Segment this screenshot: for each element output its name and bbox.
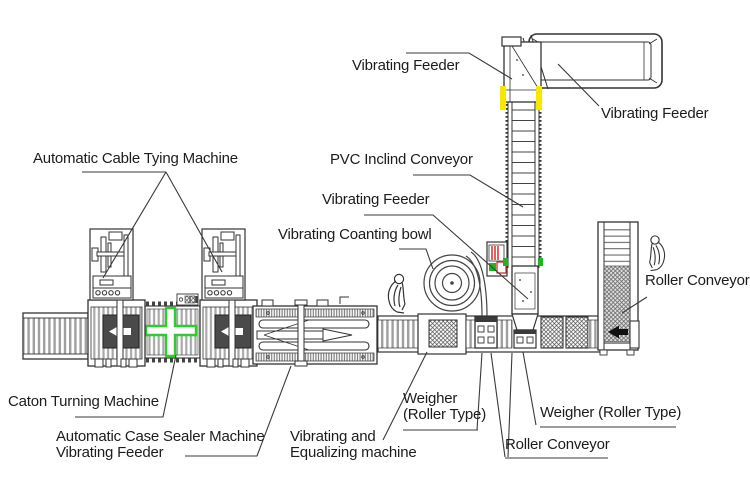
label-line: (Roller Type)	[403, 406, 486, 423]
worker-figure-left	[387, 273, 406, 314]
leader-roller-conveyor-right	[621, 296, 648, 314]
label-vibrating-feeder-hopper: Vibrating Feeder	[601, 105, 709, 122]
label-automatic-cable-tying-machine: Automatic Cable Tying Machine	[33, 150, 238, 167]
cable-tying-machine-2	[199, 228, 258, 368]
label-automatic-case-sealer-machine: Automatic Case Sealer Machine	[56, 428, 265, 445]
label-weigher-right: Weigher (Roller Type)	[540, 404, 682, 421]
green-cross	[144, 306, 198, 358]
label-roller-conveyor-right: Roller Conveyor	[645, 272, 750, 289]
roller-conveyor-right-structure	[597, 221, 640, 356]
weigher-left-unit	[428, 319, 458, 348]
label-vibrating-equalizing-machine: Vibrating and Equalizing machine	[290, 428, 417, 461]
label-line: Weigher	[403, 390, 458, 407]
leader-vibrating-feeder-hopper	[557, 63, 600, 107]
leader-weigher-left	[403, 352, 483, 431]
label-pvc-inclind-conveyor: PVC Inclind Conveyor	[330, 151, 473, 168]
leader-caton-turning	[75, 354, 177, 418]
label-line: Equalizing machine	[290, 444, 417, 461]
caton-turning-section	[144, 293, 201, 363]
tube-weigher-unit	[474, 316, 498, 349]
leader-case-sealer	[185, 365, 292, 457]
label-roller-conveyor-bottom: Roller Conveyor	[505, 436, 610, 453]
flow-arrow-left-icon	[608, 325, 628, 339]
label-weigher-left: Weigher (Roller Type)	[403, 391, 486, 423]
cable-tying-machine-1	[87, 228, 146, 368]
yellow-guide-markers	[500, 86, 542, 110]
label-line: Vibrating and	[290, 428, 376, 445]
leader-cable-tying	[82, 171, 223, 279]
leader-pvc-conveyor	[413, 174, 524, 208]
label-vibrating-coanting-bowl: Vibrating Coanting bowl	[278, 226, 432, 243]
leader-weigher-right	[522, 351, 676, 428]
label-vibrating-feeder-middle: Vibrating Feeder	[322, 191, 430, 208]
leader-vibrating-feeder-middle	[364, 214, 529, 300]
vibrating-coating-bowl	[423, 251, 488, 318]
case-sealer-machine	[252, 296, 378, 367]
leader-coating-bowl	[399, 248, 434, 270]
ladder-indicators	[503, 258, 543, 266]
hopper-vibrating-feeder	[528, 33, 663, 89]
leader-roller-conveyor-bottom	[490, 352, 608, 459]
worker-figure-right	[649, 235, 666, 272]
leader-lines	[75, 52, 676, 459]
left-roller-conveyor	[22, 312, 89, 360]
label-vibrating-feeder-top: Vibrating Feeder	[352, 57, 460, 74]
leader-equalizing-machine	[382, 351, 428, 441]
pvc-inclined-conveyor-ladder	[505, 100, 542, 268]
discharge-hopper	[511, 265, 539, 349]
conveyor-head	[501, 36, 542, 103]
leader-vibrating-feeder-top	[406, 52, 513, 80]
label-caton-turning-machine: Caton Turning Machine	[8, 393, 159, 410]
label-vibrating-feeder-bottom: Vibrating Feeder	[56, 444, 164, 461]
